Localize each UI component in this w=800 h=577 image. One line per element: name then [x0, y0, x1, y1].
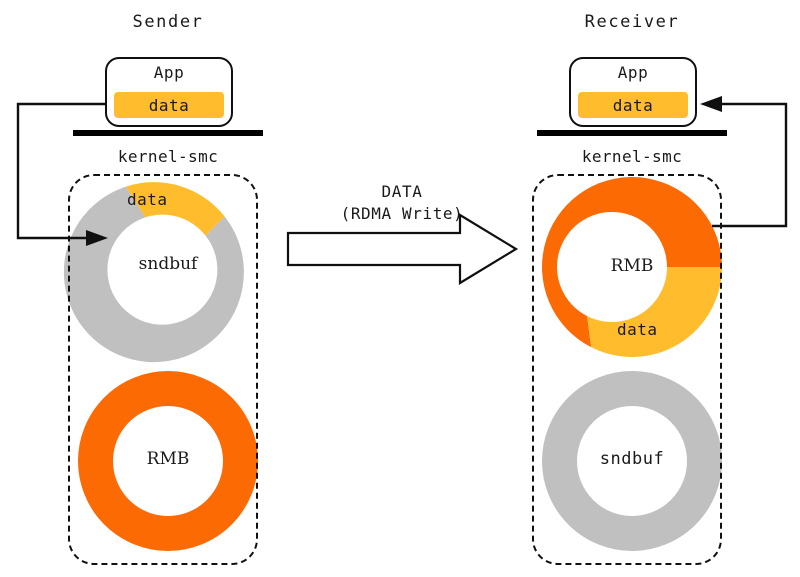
- sender-kernel-box: [68, 174, 258, 565]
- sender-title: Sender: [132, 12, 204, 32]
- receiver-kernel-label: kernel-smc: [581, 147, 683, 166]
- sender-app-data-bar[interactable]: data: [114, 92, 224, 118]
- receiver-copy-arrow-line: [712, 102, 788, 228]
- rdma-write-caption-line2: (RDMA Write): [340, 204, 464, 223]
- sender-app-box[interactable]: App data: [105, 57, 233, 127]
- sender-sndbuf-center-label: sndbuf: [138, 254, 198, 274]
- sender-rmb-center-label: RMB: [146, 449, 190, 469]
- receiver-app-box[interactable]: App data: [569, 57, 697, 127]
- rdma-write-caption-line1: DATA: [381, 182, 423, 201]
- sender-sndbuf-data-arc-label: data: [127, 190, 168, 209]
- receiver-app-data-bar[interactable]: data: [578, 92, 688, 118]
- receiver-title: Receiver: [584, 12, 680, 32]
- receiver-sndbuf-center-label: sndbuf: [599, 449, 665, 469]
- receiver-kernel-divider: [537, 130, 727, 136]
- rdma-write-arrow: [286, 213, 519, 285]
- receiver-app-label: App: [617, 63, 649, 82]
- receiver-copy-arrow-head: [700, 96, 722, 112]
- sender-kernel-divider: [73, 130, 263, 136]
- rdma-write-arrow-shape: [286, 213, 519, 285]
- receiver-rmb-data-arc-label: data: [617, 320, 658, 339]
- receiver-kernel-box: [532, 174, 722, 565]
- receiver-rmb-center-label: RMB: [610, 256, 654, 276]
- sender-kernel-label: kernel-smc: [117, 147, 219, 166]
- sender-app-label: App: [153, 63, 185, 82]
